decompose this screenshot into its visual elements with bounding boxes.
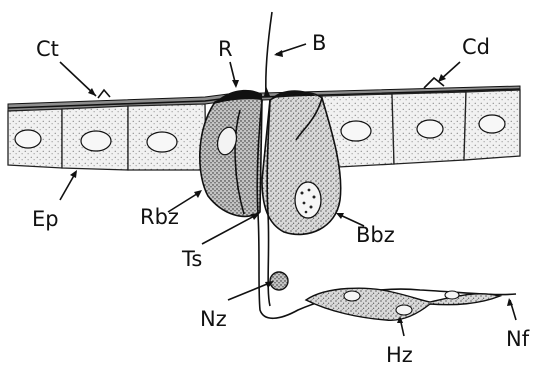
label-cd: Cd <box>462 35 490 59</box>
label-ct: Ct <box>36 37 59 61</box>
label-bbz: Bbz <box>356 223 395 247</box>
label-hz: Hz <box>386 343 413 367</box>
label-r: R <box>218 37 233 61</box>
nerve-cell-nz <box>270 272 288 290</box>
label-ts: Ts <box>181 247 202 271</box>
cell-nucleus <box>341 121 371 141</box>
cell-nucleus <box>15 130 41 148</box>
receptor-cell-body <box>200 94 262 216</box>
basal-nucleus <box>295 182 321 218</box>
cell-nucleus <box>417 120 443 138</box>
label-nz: Nz <box>200 307 227 331</box>
label-rbz: Rbz <box>140 205 179 229</box>
cell-nucleus <box>147 132 177 152</box>
label-ep: Ep <box>32 207 59 231</box>
cell-nucleus <box>81 131 111 151</box>
cuticle-bump-left <box>98 90 110 98</box>
sensory-bristle <box>264 12 272 96</box>
label-nf: Nf <box>506 327 530 351</box>
label-b: B <box>312 31 326 55</box>
cell-nucleus <box>479 115 505 133</box>
